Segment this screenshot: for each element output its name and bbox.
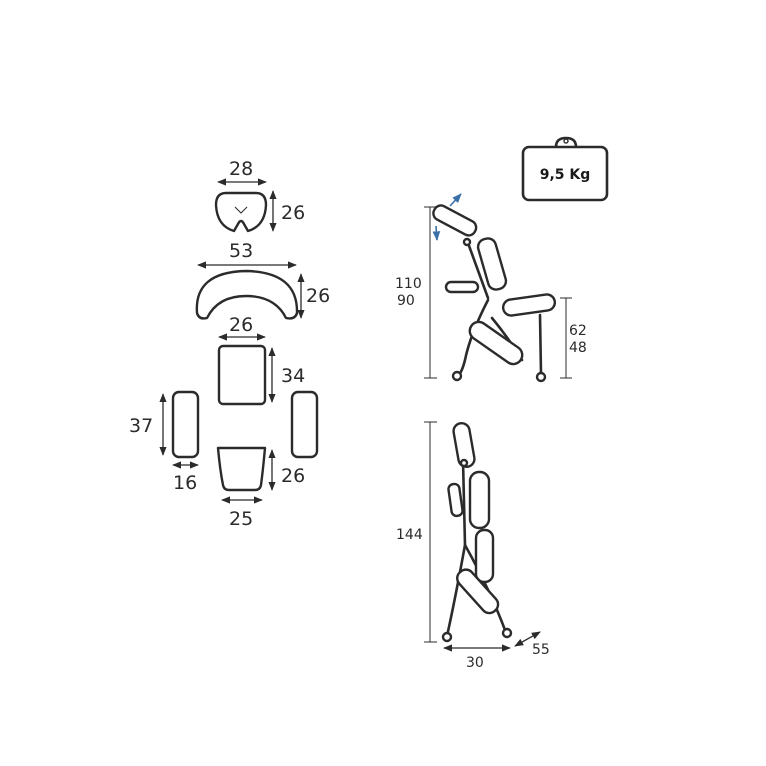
chest-pad-width-label: 53 — [229, 240, 253, 262]
chest-pad-part — [195, 261, 305, 320]
chair-folded-view — [424, 421, 541, 652]
seat-height-label: 34 — [281, 365, 305, 387]
arm-pad-right-part — [290, 390, 319, 459]
knee-pad-part — [216, 446, 276, 504]
seat-width-label: 26 — [229, 314, 253, 336]
arm-pad-height-label: 37 — [129, 415, 153, 437]
tilt-up-arrow-icon — [449, 193, 462, 207]
height-min-label: 90 — [397, 293, 415, 309]
seat-max-label: 62 — [569, 323, 587, 339]
face-cradle-part — [214, 178, 277, 233]
folded-height-label: 144 — [396, 527, 423, 543]
arm-pad-left-part — [159, 390, 200, 469]
tilt-down-arrow-icon — [432, 225, 441, 241]
arm-pad-width-label: 16 — [173, 472, 197, 494]
knee-pad-width-label: 25 — [229, 508, 253, 530]
seat-part — [217, 333, 276, 406]
face-cradle-width-label: 28 — [229, 158, 253, 180]
folded-width-label: 55 — [532, 642, 550, 658]
knee-pad-height-label: 26 — [281, 465, 305, 487]
folded-depth-label: 30 — [466, 655, 484, 671]
chair-side-view — [424, 193, 572, 383]
seat-min-label: 48 — [569, 340, 587, 356]
folded-width-dimension — [514, 631, 541, 647]
height-max-label: 110 — [395, 276, 422, 292]
chest-pad-height-label: 26 — [306, 285, 330, 307]
face-cradle-height-label: 26 — [281, 202, 305, 224]
weight-bag-icon — [521, 136, 609, 202]
weight-label: 9,5 Kg — [540, 167, 591, 183]
